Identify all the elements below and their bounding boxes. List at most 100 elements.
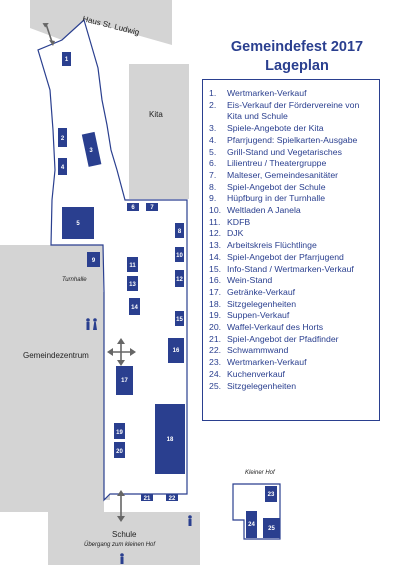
legend-item: 15.Info-Stand / Wertmarken-Verkauf [209,264,375,276]
arrow-icon [107,338,136,366]
booth-20-number: 20 [116,449,123,455]
legend-item-label: Spiele-Angebote der Kita [227,123,324,134]
legend-item-label: DJK [227,228,244,239]
label-turnhalle: Turnhalle [62,277,87,283]
booth-13-number: 13 [129,282,136,288]
courtyard-outline [37,18,188,502]
legend-item: 22. Schwammwand [209,345,375,357]
booth-7 [146,203,158,211]
booth-15-number: 15 [176,317,183,323]
booth-19-number: 19 [116,430,123,436]
legend-item-label: Waffel-Verkauf des Horts [227,322,324,333]
booth-4-number: 4 [61,165,65,171]
legend-item-label: Hüpfburg in der Turnhalle [227,193,326,204]
legend-item: 20. Waffel-Verkauf des Horts [209,322,375,334]
legend-item-label: Sitzgelegenheiten [227,298,297,309]
legend-item-number: 10. [209,205,222,216]
label-kleiner-hof: Kleiner Hof [245,470,276,476]
title-line-1: Gemeindefest 2017 [230,39,364,55]
booth-10-number: 10 [176,253,183,259]
booth-2-number: 2 [61,136,65,142]
booth-20 [114,442,125,458]
booth-24-number: 24 [248,522,255,528]
legend-item-number: 9. [209,193,217,204]
booth-14-number: 14 [131,305,138,311]
legend-item-number: 20. [209,322,222,333]
legend-item: 4. Pfarrjugend: Spielkarten-Ausgabe [209,135,375,147]
legend-item-label: Spiel-Angebot der Pfadfinder [227,333,339,344]
legend-item-label: Grill-Stand und Vegetarisches [227,146,342,157]
legend-item: 13.Arbeitskreis Flüchtlinge [209,240,375,252]
legend-item-number: 7. [209,169,217,180]
booth-9 [87,252,100,267]
booth-17-number: 17 [121,378,128,384]
legend-item-label: Wertmarken-Verkauf [227,357,307,368]
legend-item-label: Schwammwand [227,345,289,356]
legend-item: 16.Wein-Stand [209,275,375,287]
legend-item-number: 21. [209,333,222,344]
booth-8-number: 8 [178,229,182,235]
legend-item-label: Arbeitskreis Flüchtlinge [227,240,317,251]
legend-item-label: KDFB [227,216,251,227]
legend-item-label: Sitzgelegenheiten [227,380,297,391]
booth-22 [166,494,178,501]
legend-item: 17.Getränke-Verkauf [209,287,375,299]
booth-17 [116,366,133,395]
booth-12-number: 12 [176,277,183,283]
legend-item-number: 18. [209,298,222,309]
legend-item-label: Suppen-Verkauf [227,310,290,321]
legend-item: 12. DJK [209,228,375,240]
legend-item: 5.Grill-Stand und Vegetarisches [209,147,375,159]
booth-11-number: 11 [129,263,136,269]
booth-3-number: 3 [89,148,93,154]
building-schule [48,512,200,565]
legend-item: 24.Kuchenverkauf [209,369,375,381]
booth-21-number: 21 [144,496,151,502]
legend-item-number: 8. [209,181,217,192]
legend-item: 11.KDFB [209,217,375,229]
booth-25 [263,518,280,538]
legend-item-number: 12. [209,228,222,239]
legend-item-label: Spiel-Angebot der Schule [227,181,326,192]
booth-18 [155,404,185,474]
legend-item: 3.Spiele-Angebote der Kita [209,123,375,135]
legend-item-number: 15. [209,263,222,274]
legend-item: 19.Suppen-Verkauf [209,310,375,322]
booth-2 [58,128,67,147]
booth-24 [246,511,257,538]
legend-item-number: 23. [209,357,222,368]
legend-item-number: 6. [209,158,217,169]
booth-10 [175,247,184,262]
legend-item-label: Wertmarken-Verkauf [227,88,307,98]
booth-23 [265,486,277,502]
booth-18-number: 18 [167,437,174,443]
legend-item-label: Wein-Stand [227,275,273,286]
legend-item: 6.Lilientreu / Theatergruppe [209,158,375,170]
legend-item-label: Kuchenverkauf [227,368,285,379]
page-title: Gemeindefest 2017 Lageplan [202,38,392,76]
booth-3 [81,131,102,167]
legend-item-label: Pfarrjugend: Spielkarten-Ausgabe [227,134,358,145]
legend-item-number: 4. [209,134,217,145]
booth-1-number: 1 [65,57,69,63]
legend-item: 2.Eis-Verkauf der Fördervereine von Kita… [209,100,375,123]
legend-item-number: 22. [209,345,222,356]
booth-6 [127,203,139,211]
booth-25-number: 25 [268,526,275,532]
booth-22-number: 22 [169,496,176,502]
label-uebergang: Übergang zum kleinen Hof [84,541,156,548]
person-icon [188,515,192,526]
booths: 1 2 3 4 5 6 7 8 9 10 11 12 13 14 15 16 1… [58,52,280,538]
arrow-icon [42,22,55,46]
booth-13 [127,276,138,291]
booth-11 [127,257,138,272]
booth-6-number: 6 [131,205,135,211]
legend-item-number: 25. [209,380,222,391]
booth-12 [175,270,184,287]
legend-item-label: Spiel-Angebot der Pfarrjugend [227,251,344,262]
booth-23-number: 23 [268,492,275,498]
legend-item: 18. Sitzgelegenheiten [209,299,375,311]
legend-item: 9. Hüpfburg in der Turnhalle [209,193,375,205]
